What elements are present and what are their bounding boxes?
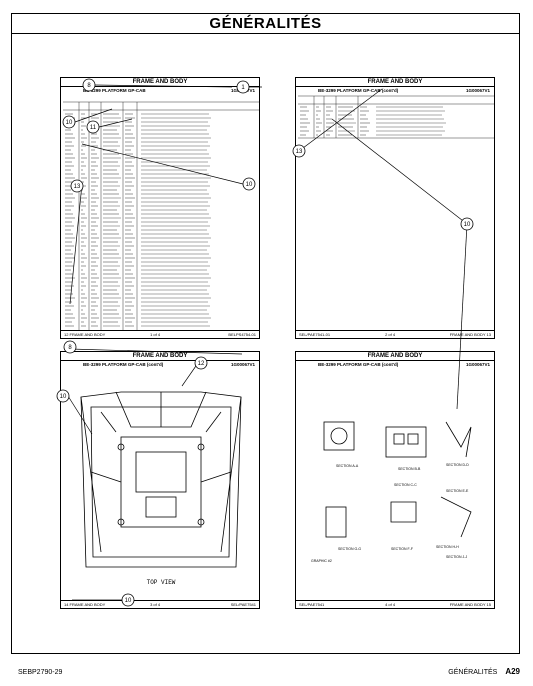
callout-bubble: 12: [194, 356, 208, 370]
page-footer-right: GÉNÉRALITÉS A29: [448, 667, 520, 676]
callout-bubble: 10: [121, 593, 135, 607]
callout-bubble: 10: [62, 115, 76, 129]
callout-bubble: 10: [56, 389, 70, 403]
subtitle-text: BE-3299 PLATFORM GP-CAB (cont'd): [318, 88, 399, 93]
section-label: SECTION C-C: [394, 483, 417, 487]
parts-table-lines: [63, 101, 259, 330]
drawing-page-3: FRAME AND BODY BE-3299 PLATFORM GP-CAB (…: [60, 351, 260, 609]
callout-bubble: 8: [82, 78, 96, 92]
page-title: GÉNÉRALITÉS: [12, 14, 519, 34]
footer-page: 1 of 4: [150, 332, 161, 337]
drawing-page-subtitle: BE-3299 PLATFORM GP-CAB (cont'd) 1G00067…: [61, 361, 259, 368]
callout-number: 13: [296, 149, 303, 155]
footer-page: 4 of 4: [385, 602, 396, 607]
callout-bubble: 8: [63, 340, 77, 354]
parts-table-lines: [298, 95, 494, 139]
callout-number: 10: [125, 598, 132, 604]
section-label: SECTION A-A: [336, 464, 359, 468]
parts-page-footer: 12 FRAME AND BODY 1 of 4 BELPS4754-01: [61, 330, 259, 338]
subtitle-text: BE-3299 PLATFORM GP-CAB: [83, 88, 146, 93]
parts-page-title: FRAME AND BODY: [296, 78, 494, 87]
callout-bubble: 13: [292, 144, 306, 158]
section-label: SECTION D-D: [446, 463, 469, 467]
page-frame: GÉNÉRALITÉS FRAME AND BODY BE-3299 PLATF…: [11, 13, 520, 654]
section-details-drawing: SECTION A-A SECTION B-B SECTION C-C SECT…: [311, 421, 472, 563]
footer-right: SEL/PAE7541: [230, 602, 256, 607]
drawing-page-title: FRAME AND BODY: [61, 352, 259, 361]
footer-left: SEL/PAE7541-01: [299, 332, 331, 337]
subtitle-text: BE-3299 PLATFORM GP-CAB (cont'd): [318, 362, 399, 367]
section-label: SECTION B-B: [398, 467, 421, 471]
footer-page: 3 of 4: [150, 602, 161, 607]
section-label: SECTION F-F: [391, 547, 413, 551]
footer-right: BELPS4754-01: [228, 332, 256, 337]
callout-bubble: 13: [70, 179, 84, 193]
section-label: SECTION E-E: [446, 489, 469, 493]
drawing-page-4: FRAME AND BODY BE-3299 PLATFORM GP-CAB (…: [295, 351, 495, 609]
callout-bubble: 1: [236, 80, 250, 94]
callout-number: 10: [464, 222, 471, 228]
callout-number: 12: [198, 361, 205, 367]
callout-number: 10: [66, 120, 73, 126]
callout-bubble: 10: [242, 177, 256, 191]
subtitle-text: BE-3299 PLATFORM GP-CAB (cont'd): [83, 362, 164, 367]
footer-left: 14 FRAME AND BODY: [64, 602, 106, 607]
doc-number: SEBP2790-29: [18, 669, 63, 676]
section-name: GÉNÉRALITÉS: [448, 669, 498, 676]
drawing-page-footer: SEL/PAE7541 4 of 4 FRAME AND BODY 15: [296, 600, 494, 608]
callout-bubble: 11: [86, 120, 100, 134]
callout-number: 8: [68, 345, 72, 351]
serial-text: 1G00067V1: [230, 362, 255, 367]
callout-bubble: 10: [460, 217, 474, 231]
parts-page-subtitle: BE-3299 PLATFORM GP-CAB (cont'd) 1G00067…: [296, 87, 494, 94]
callout-number: 13: [74, 184, 81, 190]
parts-page-footer: SEL/PAE7541-01 2 of 4 FRAME AND BODY 13: [296, 330, 494, 338]
section-label: SECTION J-J: [446, 555, 467, 559]
view-label: TOP VIEW: [147, 579, 176, 586]
parts-page-title: FRAME AND BODY: [61, 78, 259, 87]
drawing-page-footer: 14 FRAME AND BODY 3 of 4 SEL/PAE7541: [61, 600, 259, 608]
callout-overlay: 8 1 10 11 13 10 13 10 8 12 10 10: [56, 78, 474, 607]
callout-number: 10: [60, 394, 67, 400]
section-label: SECTION H-H: [436, 545, 459, 549]
footer-left: SEL/PAE7541: [299, 602, 325, 607]
serial-text: 1G00067V1: [465, 88, 490, 93]
page-number: A29: [505, 667, 520, 676]
serial-text: 1G00067V1: [465, 362, 490, 367]
drawing-page-title: FRAME AND BODY: [296, 352, 494, 361]
footer-left: 12 FRAME AND BODY: [64, 332, 106, 337]
drawing-page-subtitle: BE-3299 PLATFORM GP-CAB (cont'd) 1G00067…: [296, 361, 494, 368]
footer-right: FRAME AND BODY 13: [449, 332, 491, 337]
footer-page: 2 of 4: [385, 332, 396, 337]
top-view-drawing: TOP VIEW: [80, 391, 242, 586]
footer-right: FRAME AND BODY 15: [449, 602, 491, 607]
parts-list-page-2: FRAME AND BODY BE-3299 PLATFORM GP-CAB (…: [295, 77, 495, 339]
callout-number: 10: [246, 182, 253, 188]
section-label: SECTION G-G: [338, 547, 361, 551]
graphic-label: GRAPHIC #2: [311, 559, 332, 563]
callout-number: 1: [241, 85, 245, 91]
callout-number: 8: [87, 83, 91, 89]
callout-number: 11: [90, 125, 97, 131]
